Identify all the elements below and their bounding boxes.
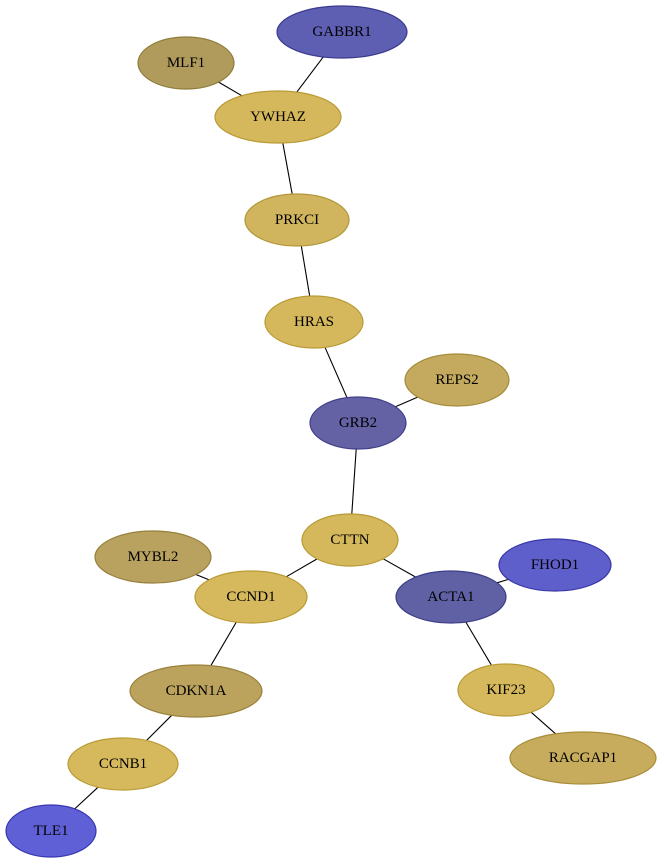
- node-mybl2[interactable]: MYBL2: [94, 530, 212, 584]
- edge-cdkn1a-ccnb1: [146, 714, 173, 741]
- edge-ccnd1-cdkn1a: [210, 621, 237, 666]
- node-reps2[interactable]: REPS2: [404, 353, 510, 407]
- node-label-cdkn1a: CDKN1A: [166, 683, 227, 699]
- edge-prkci-hras: [300, 245, 311, 297]
- node-shape-mlf1: [137, 36, 235, 90]
- edge-gabbr1-ywhaz: [296, 56, 324, 93]
- node-cttn[interactable]: CTTN: [301, 513, 399, 567]
- node-label-mybl2: MYBL2: [128, 549, 179, 565]
- node-shape-racgap1: [509, 731, 657, 785]
- node-cdkn1a[interactable]: CDKN1A: [129, 664, 263, 718]
- node-label-tle1: TLE1: [34, 823, 69, 839]
- node-label-prkci: PRKCI: [275, 212, 319, 228]
- node-shape-ywhaz: [214, 90, 342, 144]
- node-grb2[interactable]: GRB2: [309, 396, 407, 450]
- node-shape-mybl2: [94, 530, 212, 584]
- node-mlf1[interactable]: MLF1: [137, 36, 235, 90]
- edge-reps2-grb2: [395, 396, 418, 408]
- node-gabbr1[interactable]: GABBR1: [276, 5, 408, 59]
- node-label-reps2: REPS2: [435, 372, 478, 388]
- node-label-racgap1: RACGAP1: [549, 750, 617, 766]
- node-shape-fhod1: [498, 538, 612, 592]
- node-ccnb1[interactable]: CCNB1: [67, 737, 179, 791]
- edge-ccnb1-tle1: [74, 786, 99, 810]
- edge-cttn-acta1: [382, 558, 416, 578]
- node-label-mlf1: MLF1: [167, 55, 205, 71]
- node-shape-grb2: [309, 396, 407, 450]
- node-shape-prkci: [244, 193, 350, 247]
- node-label-kif23: KIF23: [486, 682, 525, 698]
- node-label-ccnb1: CCNB1: [99, 756, 147, 772]
- node-shape-ccnb1: [67, 737, 179, 791]
- node-prkci[interactable]: PRKCI: [244, 193, 350, 247]
- node-shape-cttn: [301, 513, 399, 567]
- node-shape-hras: [264, 295, 364, 349]
- node-fhod1[interactable]: FHOD1: [498, 538, 612, 592]
- edge-fhod1-acta1: [496, 578, 509, 584]
- node-shape-kif23: [457, 663, 555, 717]
- node-label-ywhaz: YWHAZ: [250, 109, 306, 125]
- node-label-grb2: GRB2: [339, 415, 377, 431]
- edge-kif23-racgap1: [530, 711, 557, 735]
- node-shape-cdkn1a: [129, 664, 263, 718]
- node-racgap1[interactable]: RACGAP1: [509, 731, 657, 785]
- node-label-ccnd1: CCND1: [226, 589, 275, 605]
- node-label-hras: HRAS: [294, 314, 334, 330]
- edge-acta1-kif23: [465, 621, 492, 666]
- node-label-gabbr1: GABBR1: [312, 24, 371, 40]
- edge-grb2-cttn: [351, 448, 357, 515]
- node-shape-tle1: [5, 804, 97, 858]
- node-label-acta1: ACTA1: [427, 589, 474, 605]
- edges-layer: [74, 56, 557, 810]
- edge-cttn-ccnd1: [285, 558, 318, 578]
- node-shape-ccnd1: [194, 570, 308, 624]
- node-label-cttn: CTTN: [330, 532, 369, 548]
- edge-mlf1-ywhaz: [218, 81, 243, 97]
- node-ywhaz[interactable]: YWHAZ: [214, 90, 342, 144]
- node-kif23[interactable]: KIF23: [457, 663, 555, 717]
- node-tle1[interactable]: TLE1: [5, 804, 97, 858]
- edge-mybl2-ccnd1: [195, 573, 210, 581]
- node-hras[interactable]: HRAS: [264, 295, 364, 349]
- node-ccnd1[interactable]: CCND1: [194, 570, 308, 624]
- node-shape-gabbr1: [276, 5, 408, 59]
- node-shape-reps2: [404, 353, 510, 407]
- node-acta1[interactable]: ACTA1: [395, 570, 507, 624]
- edge-hras-grb2: [324, 347, 348, 398]
- edge-ywhaz-prkci: [282, 142, 293, 195]
- node-shape-acta1: [395, 570, 507, 624]
- node-label-fhod1: FHOD1: [531, 557, 579, 573]
